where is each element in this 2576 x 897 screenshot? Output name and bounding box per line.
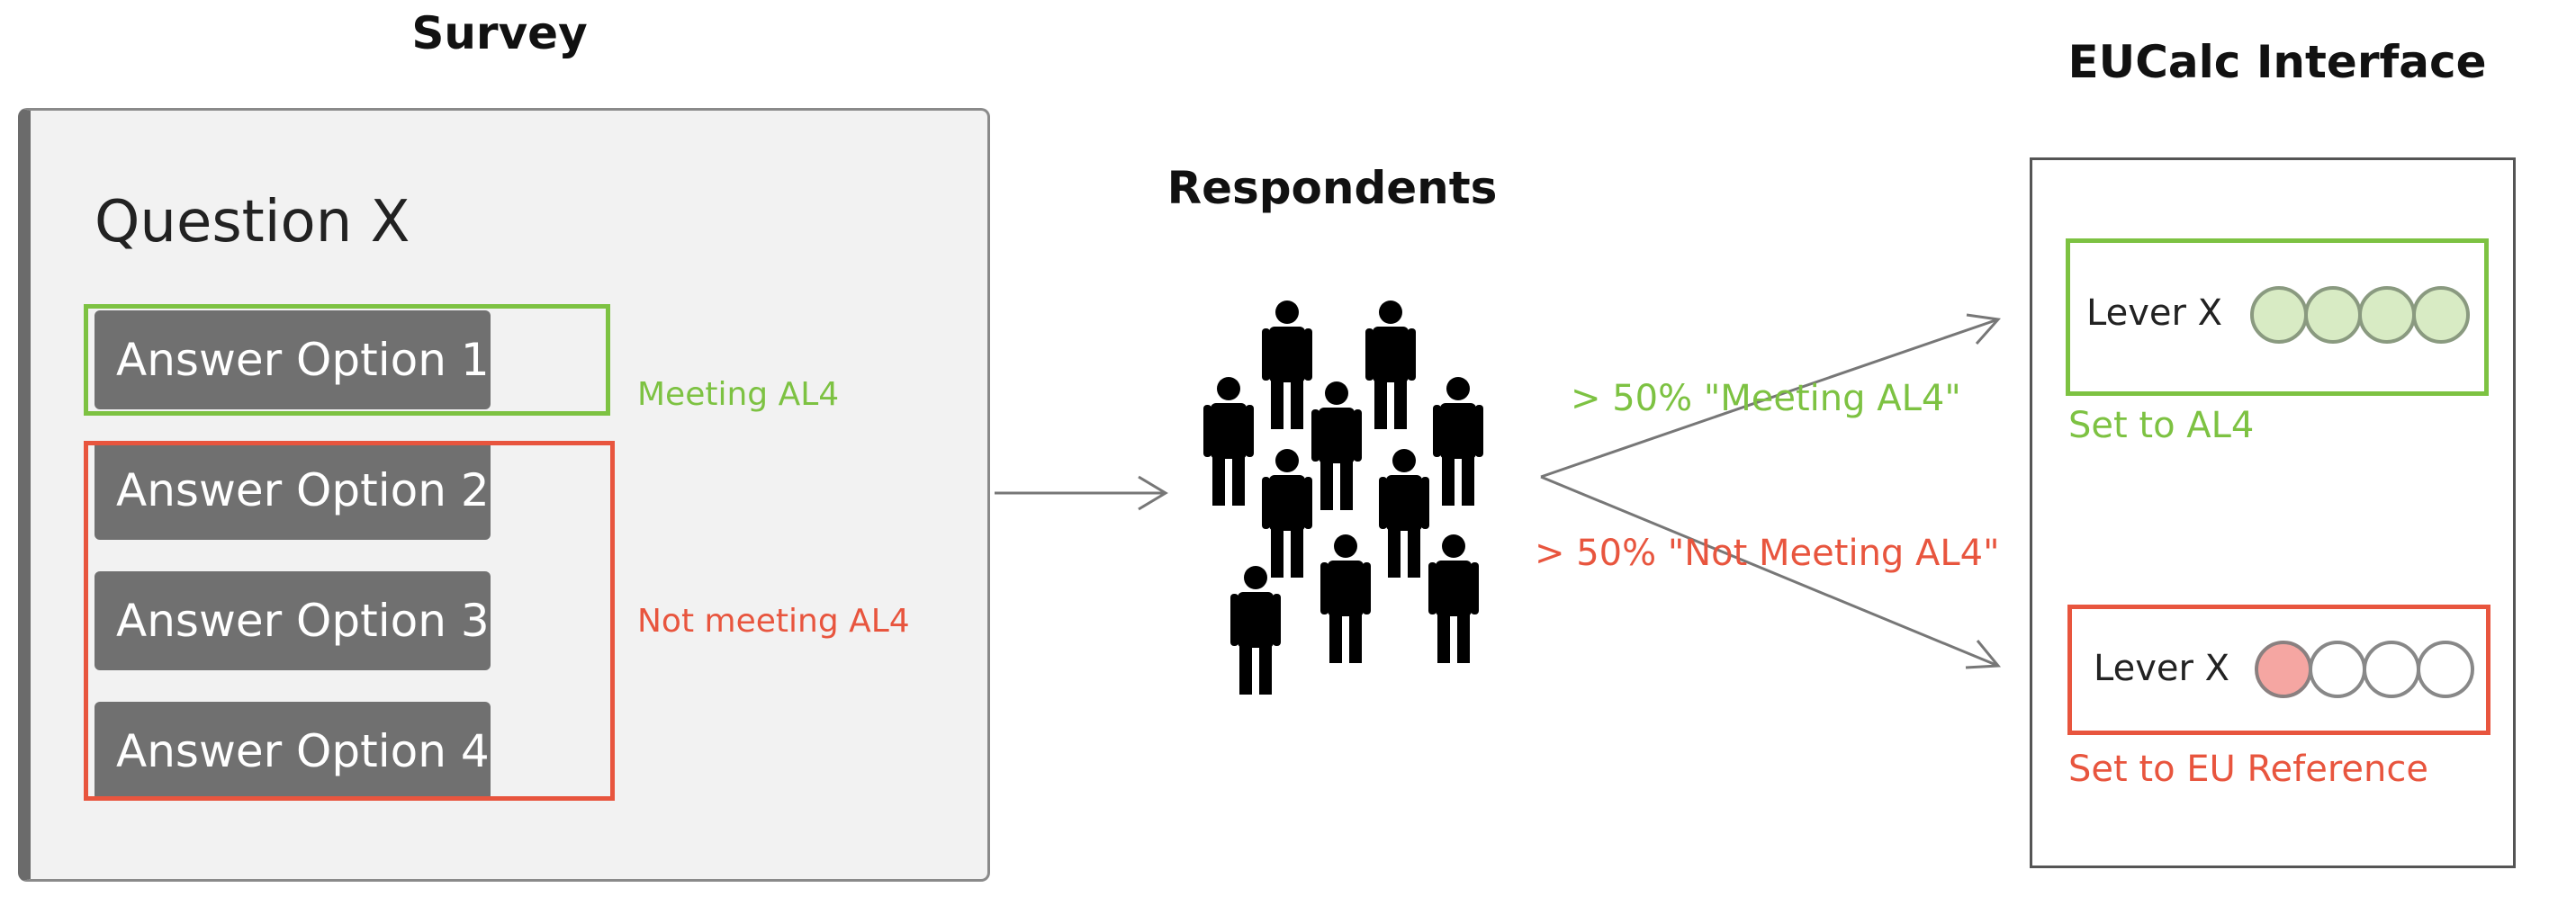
survey-title: Survey bbox=[411, 7, 588, 59]
branch-not-meeting-label: > 50% "Not Meeting AL4" bbox=[1535, 533, 2000, 574]
lever-label: Lever X bbox=[2094, 648, 2230, 689]
lever-label: Lever X bbox=[2086, 292, 2223, 334]
branch-meeting-label: > 50% "Meeting AL4" bbox=[1571, 378, 1961, 419]
lever-eu-reference-box bbox=[2067, 605, 2490, 735]
question-title: Question X bbox=[95, 189, 410, 256]
answer-option-4: Answer Option 4 bbox=[95, 702, 491, 801]
not-meeting-al4-group-outline bbox=[84, 441, 615, 801]
lever-level-3-indicator bbox=[2358, 286, 2416, 344]
lever-level-3-indicator bbox=[2363, 641, 2420, 698]
respondents-title: Respondents bbox=[1166, 162, 1498, 214]
lever-level-4-indicator bbox=[2412, 286, 2470, 344]
lever-level-2-indicator bbox=[2304, 286, 2362, 344]
answer-option-3: Answer Option 3 bbox=[95, 571, 491, 670]
eucalc-interface-title: EUCalc Interface bbox=[2067, 36, 2487, 88]
set-to-eu-reference-label: Set to EU Reference bbox=[2068, 749, 2428, 790]
set-to-al4-label: Set to AL4 bbox=[2068, 405, 2255, 446]
answer-option-1: Answer Option 1 bbox=[95, 310, 491, 409]
lever-level-1-indicator bbox=[2250, 286, 2308, 344]
respondents-crowd-icon bbox=[1203, 300, 1483, 695]
lever-al4-box bbox=[2066, 238, 2489, 396]
eucalc-interface-panel bbox=[2030, 157, 2516, 868]
not-meeting-al4-label: Not meeting AL4 bbox=[637, 603, 910, 640]
lever-level-2-indicator bbox=[2309, 641, 2366, 698]
branch-up-arrow bbox=[1540, 318, 1999, 479]
answer-option-2: Answer Option 2 bbox=[95, 441, 491, 540]
branch-down-arrow bbox=[1540, 475, 1999, 668]
lever-level-1-indicator bbox=[2255, 641, 2312, 698]
meeting-al4-label: Meeting AL4 bbox=[637, 376, 840, 413]
lever-level-4-indicator bbox=[2417, 641, 2474, 698]
meeting-al4-group-outline bbox=[84, 304, 610, 416]
